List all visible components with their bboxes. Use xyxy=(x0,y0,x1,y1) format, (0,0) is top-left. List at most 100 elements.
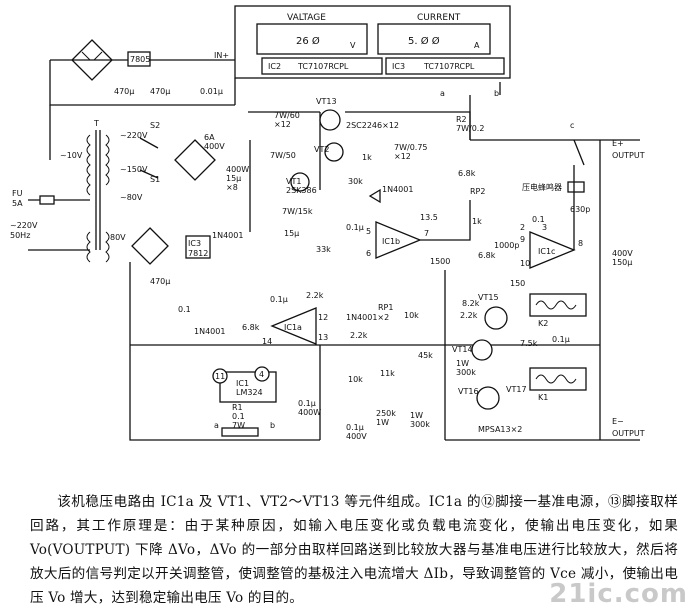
rp2-label: RP2 xyxy=(470,187,485,196)
r-6-8k-c: 6.8k xyxy=(242,323,260,332)
regulator-7805: 7805 xyxy=(127,51,151,67)
r-7w50: 7W/50 xyxy=(270,151,296,160)
tap-80v: ~80V xyxy=(120,193,143,202)
mains-freq: 50Hz xyxy=(10,231,30,240)
ic1a-pin13: 13 xyxy=(318,333,328,342)
c01-b: 0.1 xyxy=(178,305,191,314)
r-11k: 11k xyxy=(380,369,395,378)
c0-1d: 0.1μ xyxy=(552,335,570,344)
bridge-rectifier-aux xyxy=(131,227,169,265)
ic1b-pin7: 7 xyxy=(424,229,429,238)
ic1c-pin9: 9 xyxy=(520,235,525,244)
c0-1b: 0.1 xyxy=(532,215,545,224)
switch-s2: S2 xyxy=(150,121,160,130)
voltage-reading: 26 Ø xyxy=(296,35,320,47)
tap-220v: ~220V xyxy=(120,131,148,140)
current-title: CURRENT xyxy=(417,13,461,23)
voltage-title: VALTAGE xyxy=(287,13,326,23)
r-7w15k: 7W/15k xyxy=(282,207,313,216)
ic3-reg-label: IC3 xyxy=(188,239,201,248)
diode-1n4001-c: 1N4001 xyxy=(194,327,225,336)
current-unit: A xyxy=(474,41,480,50)
in-plus-terminal: IN+ xyxy=(214,51,229,60)
switch-s1: S1 xyxy=(150,175,160,184)
transformer: T xyxy=(86,119,110,263)
svg-text:7805: 7805 xyxy=(130,55,150,64)
vt13-label: VT13 xyxy=(316,97,337,106)
vt13-pass-array: VT13 2SC2246×12 xyxy=(316,97,399,131)
r-13-5: 13.5 xyxy=(420,213,438,222)
c470-b: 470μ xyxy=(150,87,170,96)
r-1500: 1500 xyxy=(430,257,450,266)
transformer-label: T xyxy=(93,119,99,128)
vt16-label: VT16 xyxy=(458,387,479,396)
diode-1n4001-b: 1N4001 xyxy=(212,231,243,240)
regulator-7812: IC3 7812 xyxy=(185,235,211,259)
r-2-2k-b: 2.2k xyxy=(350,331,368,340)
ic3-meter-model: TC7107RCPL xyxy=(423,62,475,71)
ic2-model: TC7107RCPL xyxy=(297,62,349,71)
diodes-1n4001x2: 1N4001×2 xyxy=(346,313,389,322)
ic1c-pin3: 3 xyxy=(542,223,547,232)
terminal-c: c xyxy=(570,121,574,130)
meter-module: VALTAGE CURRENT 26 Ø V 5. Ø Ø A IC2 TC71… xyxy=(234,5,511,79)
ic1b-opamp: IC1b 5 6 7 xyxy=(366,221,429,259)
c1000p: 1000p xyxy=(494,241,519,250)
voltage-unit: V xyxy=(350,41,356,50)
c001: 0.01μ xyxy=(200,87,223,96)
r-7-5k: 7.5k xyxy=(520,339,538,348)
tap-150v: ~150V xyxy=(120,165,148,174)
r-1k-a: 1k xyxy=(362,153,372,162)
rp1-label: RP1 xyxy=(378,303,393,312)
svg-text:R10.17W: R10.17W xyxy=(232,403,245,430)
tap-labels: ~220V ~150V ~80V ~10V 80V xyxy=(60,131,148,242)
buzzer-label: 压电蜂鸣器 xyxy=(522,182,562,192)
mpsa13-label: MPSA13×2 xyxy=(478,425,522,434)
fuse-rating: 5A xyxy=(12,199,23,208)
svg-text:IC1a: IC1a xyxy=(284,323,302,332)
ic1c-pin10: 10 xyxy=(520,259,530,268)
svg-text:7812: 7812 xyxy=(188,249,208,258)
relay-driver-upper: 150 8.2k 2.2k VT15 K2 0.1μ 7.5k xyxy=(460,279,587,348)
ic1c-pin8: 8 xyxy=(578,239,583,248)
svg-text:IC1b: IC1b xyxy=(382,237,400,246)
ic1a-pin14: 14 xyxy=(262,337,272,346)
vt2-transistor: VT2 xyxy=(314,142,344,162)
svg-text:VT2: VT2 xyxy=(314,145,329,154)
terminal-a-bottom: a xyxy=(214,421,219,430)
r-10k-a: 10k xyxy=(404,311,419,320)
r-1k-b: 1k xyxy=(472,217,482,226)
fuse-label: FU xyxy=(12,189,23,198)
vt17-label: VT17 xyxy=(506,385,527,394)
ic2-label: IC2 xyxy=(268,62,281,71)
vt15-label: VT15 xyxy=(478,293,499,302)
c01-a: 0.1μ xyxy=(346,223,364,232)
r-7w075: 7W/0.75×12 xyxy=(394,143,428,161)
ic1-node4: 4 xyxy=(259,370,264,379)
ic1b-pin6: 6 xyxy=(366,249,371,258)
k1-label: K1 xyxy=(538,393,548,402)
description-text: 该机稳压电路由 IC1a 及 VT1、VT2～VT13 等元件组成。IC1a 的… xyxy=(30,494,678,606)
r-45k: 45k xyxy=(418,351,433,360)
mains-voltage: ~220V xyxy=(10,221,38,230)
ic1b-pin5: 5 xyxy=(366,227,371,236)
r-7w60: 7W/60×12 xyxy=(274,111,300,129)
r-150: 150 xyxy=(510,279,525,288)
r-30k: 30k xyxy=(348,177,363,186)
power-rails xyxy=(49,59,640,441)
circuit-description: 该机稳压电路由 IC1a 及 VT1、VT2～VT13 等元件组成。IC1a 的… xyxy=(30,490,678,610)
r-8-2k: 8.2k xyxy=(462,299,480,308)
r-2k: 2.2k xyxy=(306,291,324,300)
